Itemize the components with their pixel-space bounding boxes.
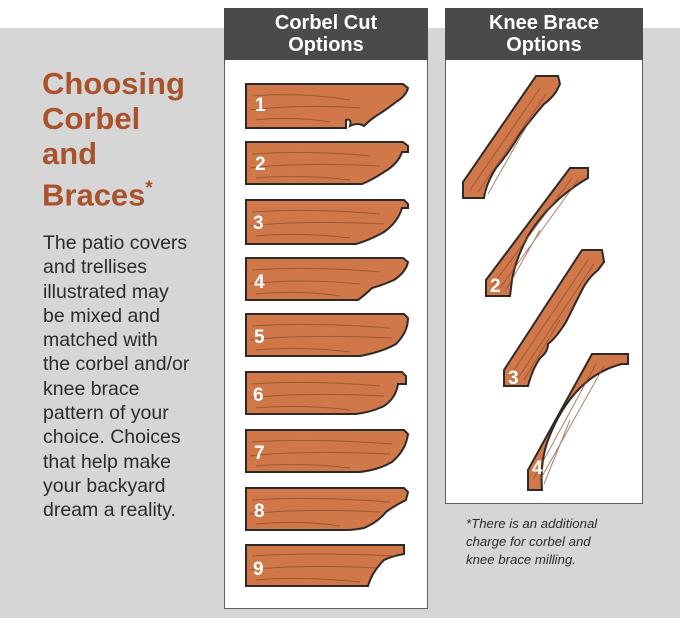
footnote-line: knee brace milling. <box>466 552 576 567</box>
footnote-line: *There is an additional <box>466 516 598 531</box>
title-asterisk: * <box>145 178 153 199</box>
corbel-9: 9 <box>245 544 405 587</box>
knee-header-line: Knee Brace <box>488 12 600 34</box>
knee-brace-options-header: Knee Brace Options <box>445 8 643 60</box>
page-title: Choosing Corbel and Braces* <box>42 66 232 212</box>
description-line: matched with <box>43 329 158 352</box>
corbel-8: 8 <box>245 487 410 531</box>
knee-brace-options-panel <box>445 58 643 504</box>
corbel-number-8: 8 <box>254 501 265 522</box>
title-line: Choosing <box>42 66 185 101</box>
description-line: illustrated may <box>43 280 169 303</box>
footnote-line: charge for corbel and <box>466 534 591 549</box>
corbel-3: 3 <box>245 199 409 245</box>
description-line: The patio covers <box>43 232 188 254</box>
corbel-number-9: 9 <box>253 559 264 580</box>
knee-number-3: 3 <box>508 368 519 389</box>
title-word: Braces <box>42 177 146 213</box>
knee-brace-1: 1 <box>462 75 562 219</box>
corbel-number-1: 1 <box>255 95 266 116</box>
knee-brace-4: 4 <box>527 353 629 491</box>
milling-footnote: *There is an additional charge for corbe… <box>466 515 666 569</box>
description-line: and trellises <box>43 256 148 279</box>
corbel-1: 1 <box>245 83 410 129</box>
title-line: and <box>42 136 98 171</box>
title-line: Braces* <box>42 171 232 212</box>
corbel-6: 6 <box>245 371 407 415</box>
knee-number-4: 4 <box>532 458 543 479</box>
corbel-5: 5 <box>245 313 410 357</box>
description-line: be mixed and <box>43 304 161 327</box>
corbel-options-header: Corbel Cut Options <box>224 8 428 60</box>
corbel-2: 2 <box>245 141 409 185</box>
corbel-4: 4 <box>245 257 410 301</box>
description-line: that help make <box>43 450 171 473</box>
corbel-number-7: 7 <box>254 443 265 464</box>
description-line: knee brace <box>43 377 140 400</box>
knee-brace-2: 2 <box>485 167 589 297</box>
corbel-7: 7 <box>245 429 410 473</box>
corbel-number-5: 5 <box>254 327 265 348</box>
knee-header-line: Options <box>506 34 582 56</box>
title-line: Corbel <box>42 101 141 136</box>
corbel-number-3: 3 <box>253 213 264 234</box>
description-line: pattern of your <box>43 402 169 425</box>
description-line: choice. Choices <box>43 426 181 449</box>
corbel-number-2: 2 <box>255 154 266 175</box>
corbel-number-6: 6 <box>253 385 264 406</box>
description-line: the corbel and/or <box>43 353 190 376</box>
knee-number-2: 2 <box>490 276 501 297</box>
description-line: your backyard <box>43 474 166 497</box>
corbel-header-line: Options <box>288 34 364 56</box>
knee-number-1: 1 <box>466 198 477 219</box>
description-paragraph: The patio covers and trellises illustrat… <box>43 231 218 523</box>
corbel-number-4: 4 <box>254 272 265 293</box>
description-line: dream a reality. <box>43 499 176 522</box>
knee-brace-3: 3 <box>503 249 606 389</box>
corbel-header-line: Corbel Cut <box>274 12 378 34</box>
